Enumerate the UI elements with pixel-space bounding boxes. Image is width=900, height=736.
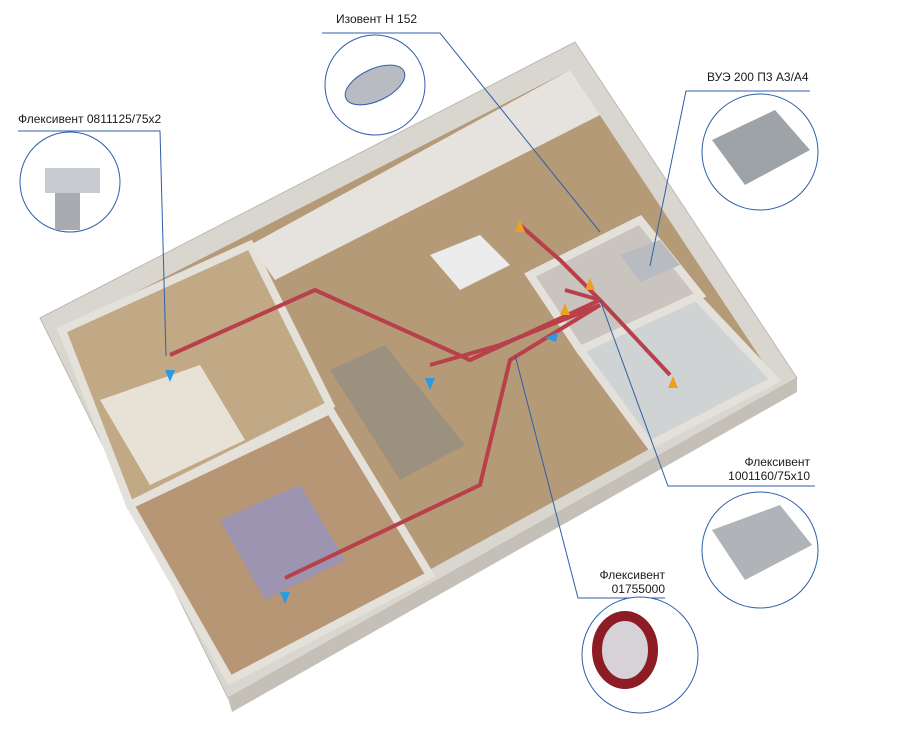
- flex1-name: Флексивент: [18, 112, 84, 126]
- flex1-label: Флексивент 0811125/75х2: [18, 112, 161, 126]
- house-wall-side: [228, 378, 797, 712]
- sofa: [330, 345, 465, 480]
- vue-label: ВУЭ 200 П3 А3/А4: [707, 70, 809, 84]
- exhaust-arrows: [515, 220, 678, 388]
- dining-table: [430, 235, 510, 290]
- bed-1: [100, 365, 245, 485]
- bed-2: [220, 485, 345, 600]
- flex2-code: 1001160/75х10: [728, 469, 810, 483]
- leader-lines: [18, 32, 815, 599]
- duct-network: [169, 223, 672, 580]
- flex3-label: Флексивент 01755000: [580, 568, 665, 596]
- flex3-name: Флексивент: [599, 568, 665, 582]
- flex2-label: Флексивент 1001160/75х10: [715, 455, 810, 483]
- flex3-code: 01755000: [611, 582, 665, 596]
- vent-unit: [620, 240, 680, 282]
- product-callouts: [19, 34, 819, 714]
- flex2-name: Флексивент: [744, 455, 810, 469]
- isovent-label: Изовент Н 152: [336, 12, 418, 26]
- supply-arrows: [165, 332, 558, 604]
- flex1-code: 0811125/75х2: [86, 112, 162, 126]
